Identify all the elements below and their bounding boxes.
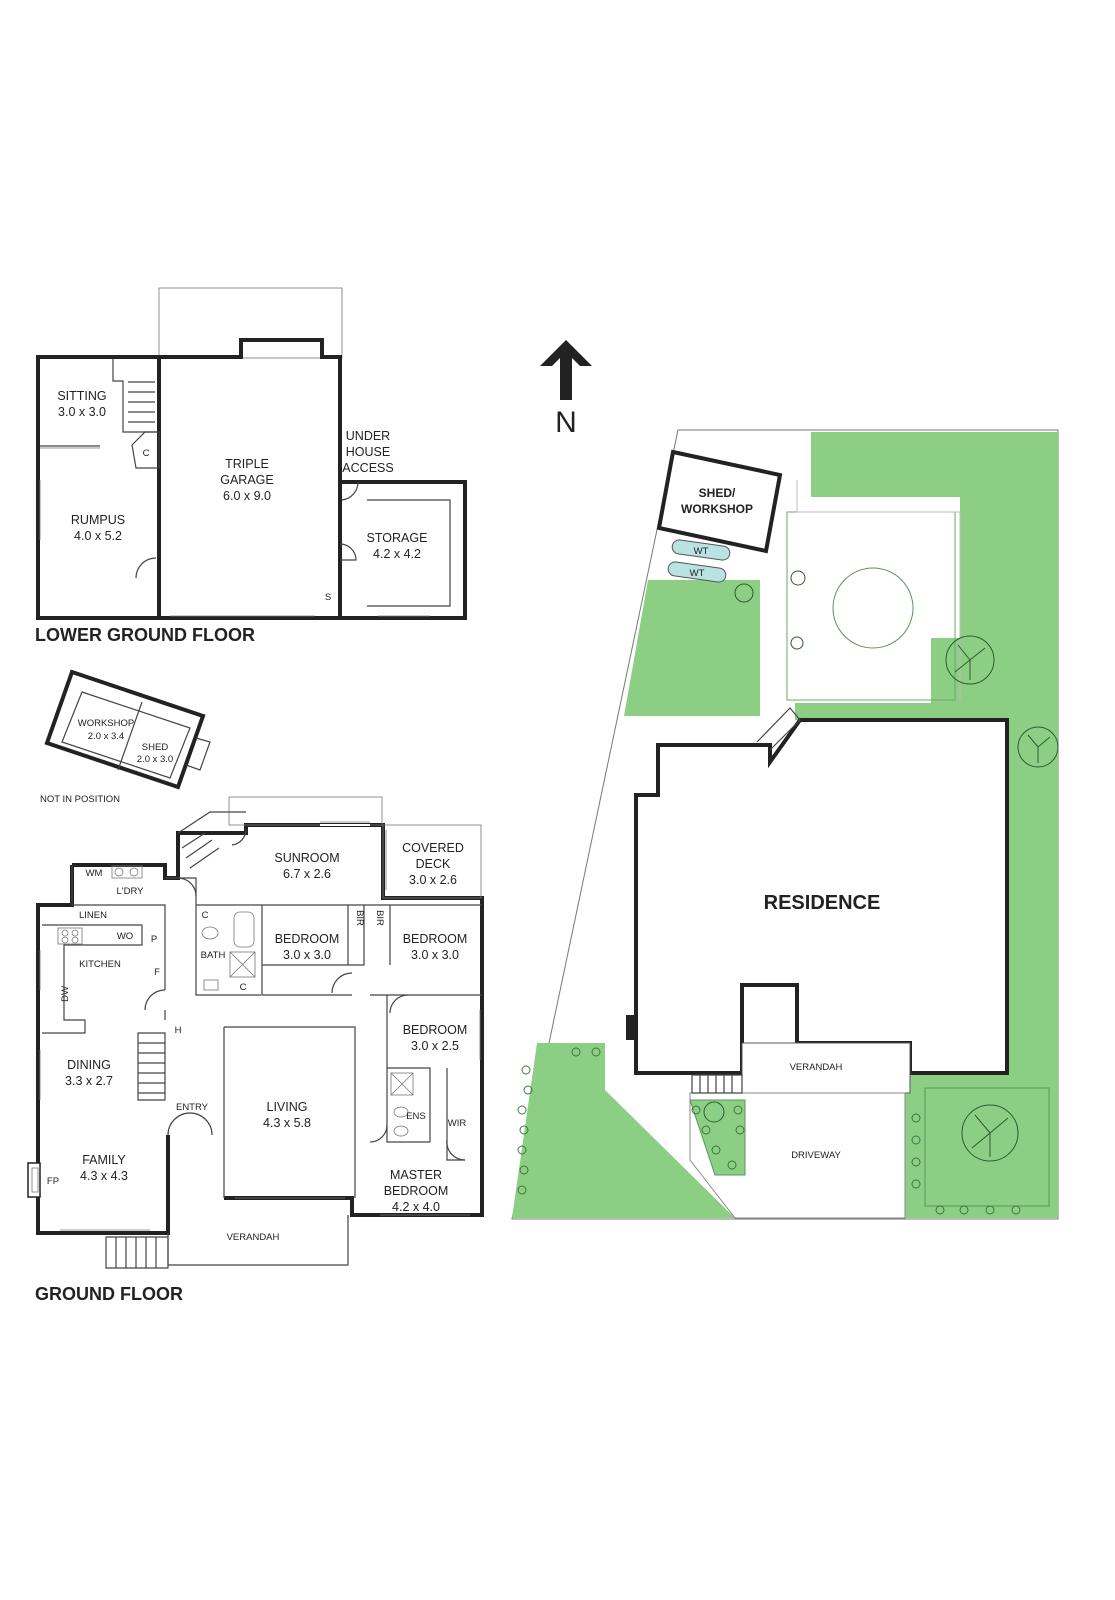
wm-label: WM [86, 868, 103, 879]
room-size-bedroom-1: 3.0 x 3.0 [283, 948, 331, 962]
room-name-deck-1: COVERED [402, 841, 464, 855]
room-name-dining: DINING [67, 1058, 111, 1072]
room-name-storage: STORAGE [367, 531, 428, 545]
site-verandah-label: VERANDAH [790, 1062, 843, 1073]
site-plan [511, 429, 1059, 1220]
under-house-label-1: UNDER [346, 429, 390, 443]
not-in-position-note: NOT IN POSITION [40, 794, 120, 805]
room-name-master-2: BEDROOM [384, 1184, 449, 1198]
wir-label: WIR [448, 1118, 467, 1129]
ground-floor-plan [27, 796, 484, 1269]
room-size-sunroom: 6.7 x 2.6 [283, 867, 331, 881]
cupboard-label-lower: C [143, 448, 150, 459]
ensuite-label: ENS [406, 1111, 426, 1122]
h-label: H [175, 1025, 182, 1036]
shed-name: SHED [142, 742, 169, 753]
shed-size: 2.0 x 3.0 [137, 754, 173, 765]
wo-label: WO [117, 931, 133, 942]
workshop-size: 2.0 x 3.4 [88, 731, 124, 742]
room-name-bedroom-2: BEDROOM [403, 932, 468, 946]
s-label: S [325, 592, 331, 603]
room-size-bedroom-2: 3.0 x 3.0 [411, 948, 459, 962]
entry-label: ENTRY [176, 1102, 209, 1113]
fridge-label: F [154, 967, 160, 978]
fireplace-label: FP [47, 1176, 59, 1187]
room-name-living: LIVING [267, 1100, 308, 1114]
room-name-garage-2: GARAGE [220, 473, 274, 487]
room-name-sunroom: SUNROOM [274, 851, 339, 865]
room-size-bedroom-3: 3.0 x 2.5 [411, 1039, 459, 1053]
water-tank-label-1: WT [694, 546, 709, 557]
north-arrow-icon [540, 340, 592, 400]
kitchen-label: KITCHEN [79, 959, 121, 970]
room-size-rumpus: 4.0 x 5.2 [74, 529, 122, 543]
cupboard-label-bath: C [202, 910, 209, 921]
room-size-master: 4.2 x 4.0 [392, 1200, 440, 1214]
laundry-label: L'DRY [117, 886, 145, 897]
under-house-label-2: HOUSE [346, 445, 390, 459]
room-name-rumpus: RUMPUS [71, 513, 125, 527]
site-shed-label-1: SHED/ [699, 486, 736, 500]
room-name-sitting: SITTING [57, 389, 106, 403]
pantry-label: P [151, 934, 157, 945]
room-size-dining: 3.3 x 2.7 [65, 1074, 113, 1088]
room-size-storage: 4.2 x 4.2 [373, 547, 421, 561]
under-house-label-3: ACCESS [342, 461, 393, 475]
linen-label: LINEN [79, 910, 107, 921]
north-label: N [555, 406, 577, 439]
room-size-garage: 6.0 x 9.0 [223, 489, 271, 503]
room-size-sitting: 3.0 x 3.0 [58, 405, 106, 419]
room-name-master-1: MASTER [390, 1168, 442, 1182]
room-size-deck: 3.0 x 2.6 [409, 873, 457, 887]
bir-label-2: BIR [374, 910, 385, 926]
residence-label: RESIDENCE [764, 892, 881, 914]
bir-label-1: BIR [354, 910, 365, 926]
room-size-living: 4.3 x 5.8 [263, 1116, 311, 1130]
lower-ground-floor-plan [36, 287, 467, 620]
room-name-garage-1: TRIPLE [225, 457, 269, 471]
cupboard-label-hall: C [240, 982, 247, 993]
room-name-bedroom-1: BEDROOM [275, 932, 340, 946]
room-name-family: FAMILY [82, 1153, 126, 1167]
room-name-deck-2: DECK [416, 857, 451, 871]
workshop-name: WORKSHOP [78, 718, 134, 729]
bath-label: BATH [201, 950, 226, 961]
room-size-family: 4.3 x 4.3 [80, 1169, 128, 1183]
lower-ground-floor-title: LOWER GROUND FLOOR [35, 625, 255, 645]
room-name-bedroom-3: BEDROOM [403, 1023, 468, 1037]
outbuilding-plan [44, 669, 211, 790]
dishwasher-label: DW [60, 986, 71, 1002]
site-shed-label-2: WORKSHOP [681, 502, 753, 516]
verandah-label-ground: VERANDAH [227, 1232, 280, 1243]
driveway-label: DRIVEWAY [791, 1150, 841, 1161]
water-tank-label-2: WT [690, 568, 705, 579]
ground-floor-title: GROUND FLOOR [35, 1284, 183, 1304]
